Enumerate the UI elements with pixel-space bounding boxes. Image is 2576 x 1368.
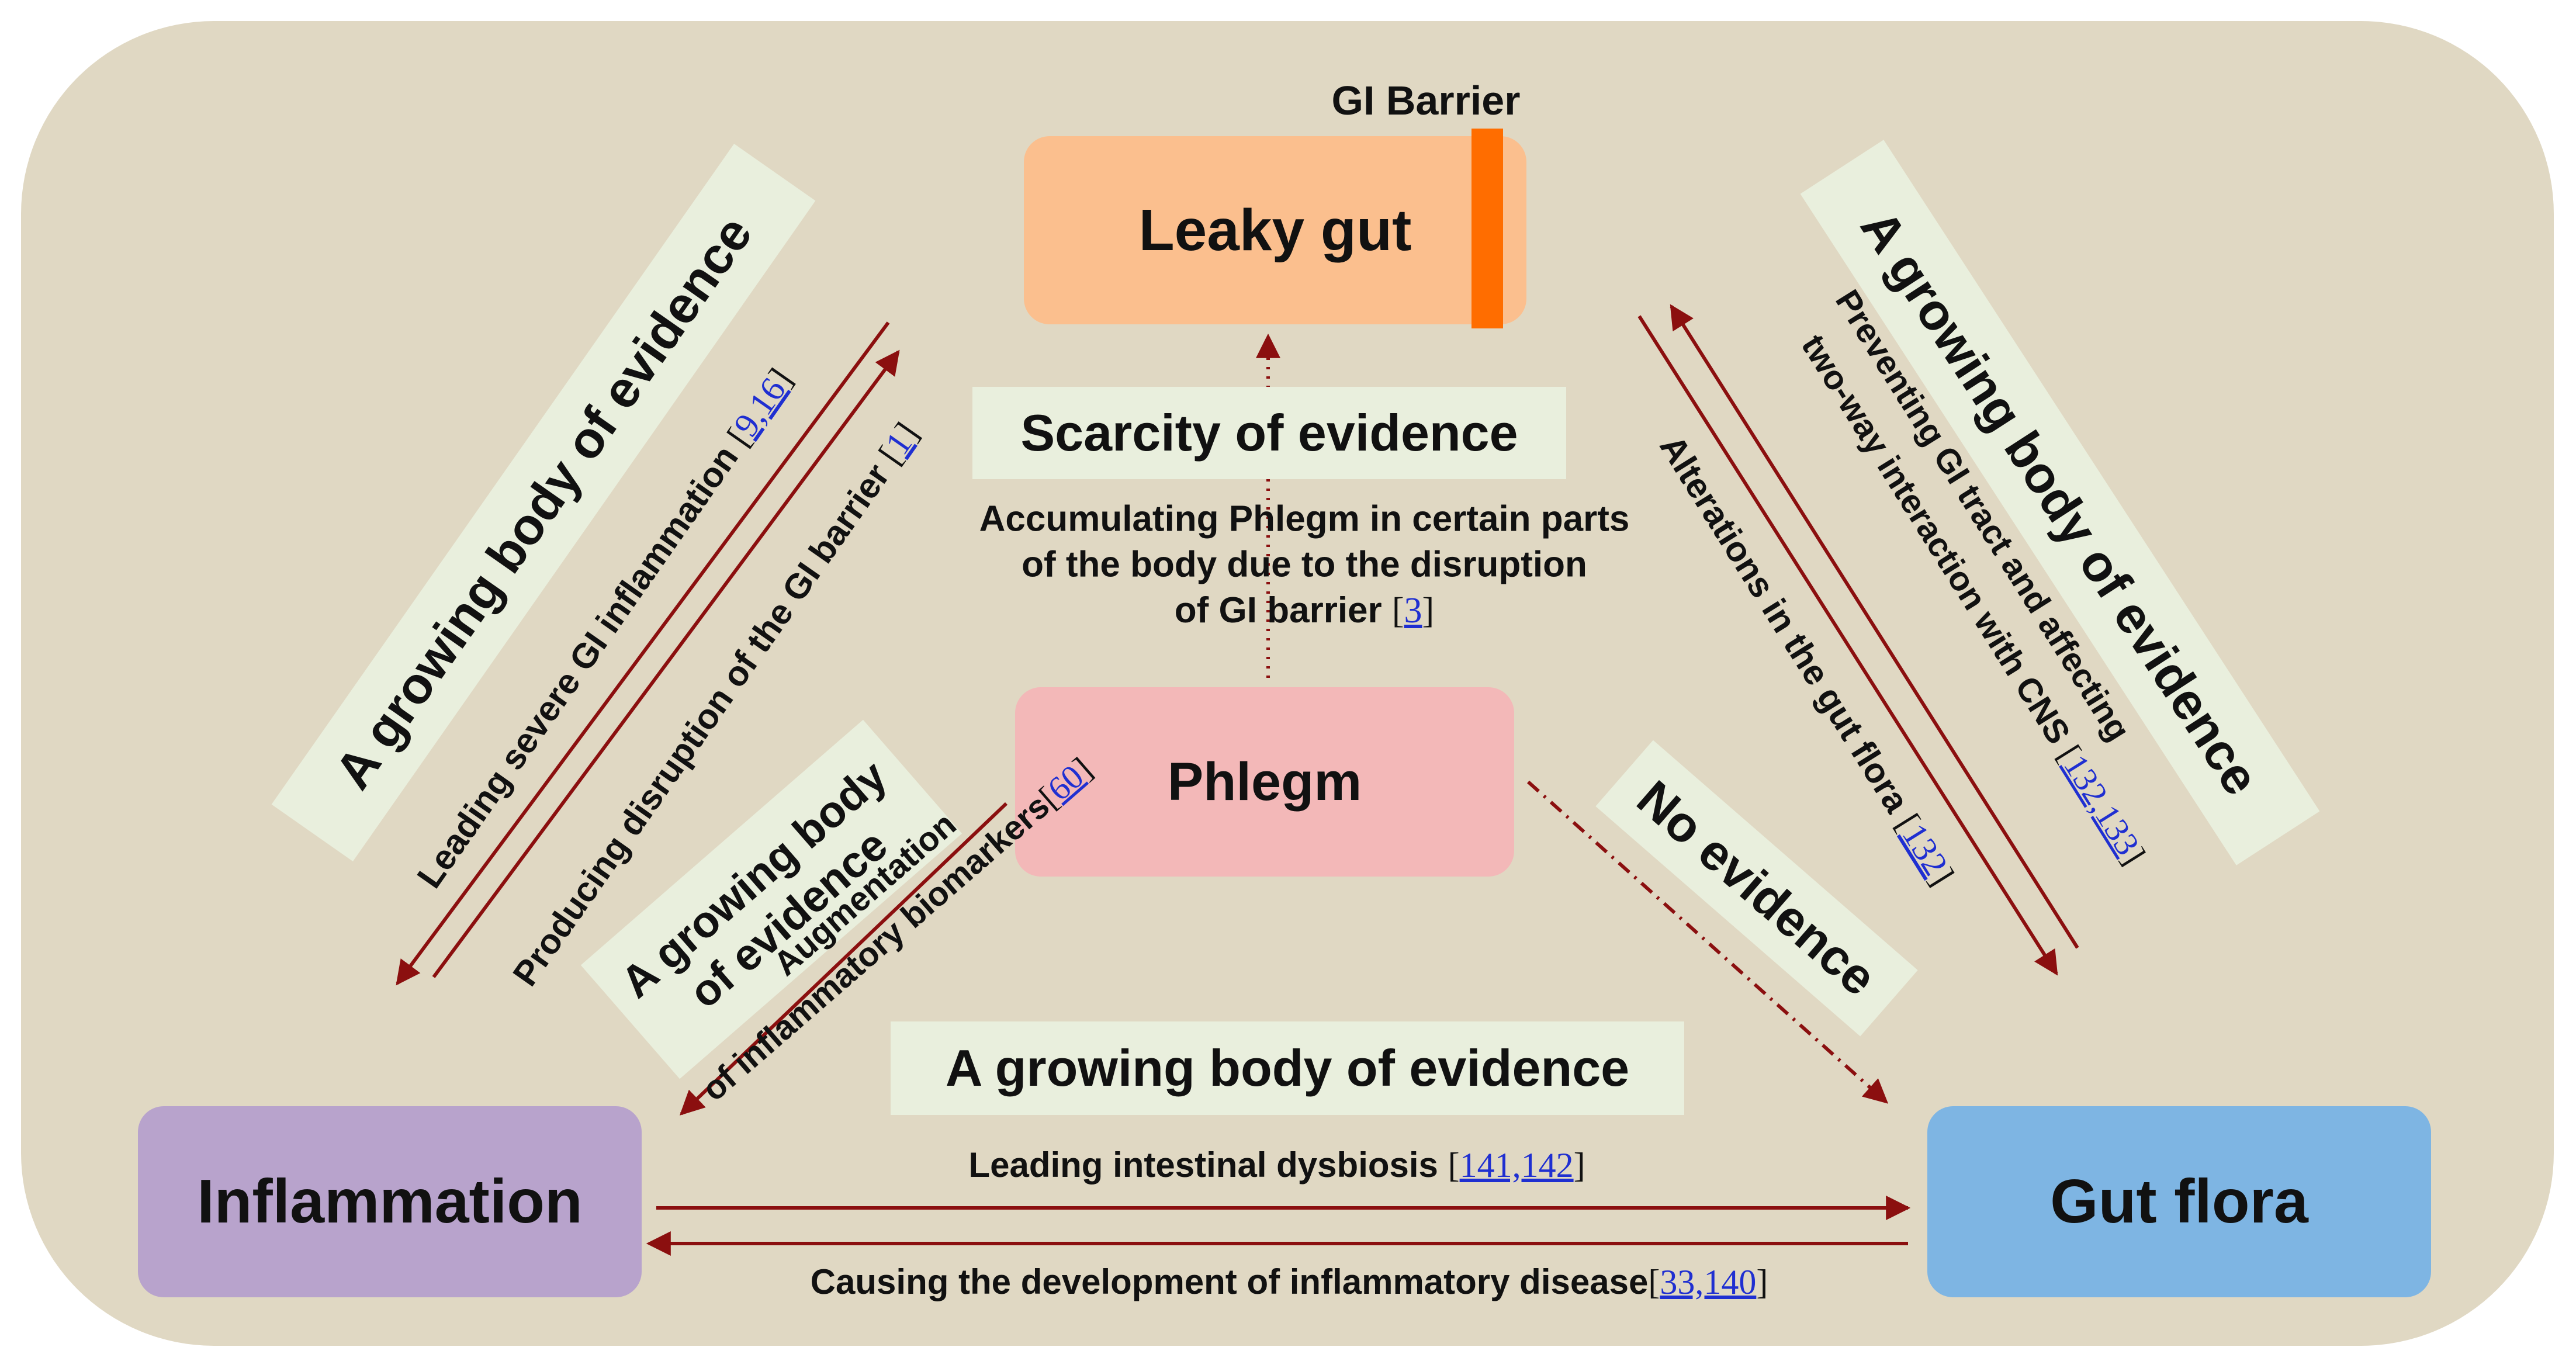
phlegm-node: Phlegm <box>1015 687 1514 877</box>
evidence-top-box: Scarcity of evidence <box>972 387 1566 479</box>
bottom-lower-relation-text: Causing the development of inflammatory … <box>810 1262 1768 1301</box>
leaky-gut-node: Leaky gut <box>1024 136 1526 324</box>
arrow-gut-flora-to-leaky-gut <box>1670 304 2079 949</box>
evidence-bottom-label: A growing body of evidence <box>945 1039 1630 1097</box>
gi-barrier-label: GI Barrier <box>1331 78 1521 123</box>
inflammation-label: Inflammation <box>197 1167 583 1236</box>
evidence-top-label: Scarcity of evidence <box>1020 404 1518 462</box>
arrow-leaky-gut-to-inflammation <box>396 321 890 986</box>
gut-flora-node: Gut flora <box>1927 1106 2431 1297</box>
leaky-gut-label: Leaky gut <box>1138 197 1412 263</box>
phlegm-leaky-text-line1: Accumulating Phlegm in certain parts <box>979 498 1630 539</box>
arrow-inflammation-to-leaky-gut <box>432 349 900 978</box>
phlegm-leaky-text-line3: of GI barrier [3] <box>1174 590 1435 631</box>
phlegm-leaky-text-line2: of the body due to the disruption <box>1022 544 1587 585</box>
phlegm-leaky-citation: [3] <box>1391 591 1435 631</box>
bottom-lower-citation: [33,140] <box>1648 1263 1768 1301</box>
arrow-phlegm-to-inflammation <box>679 802 1008 1116</box>
phlegm-label: Phlegm <box>1167 751 1362 812</box>
bottom-upper-citation: [141,142] <box>1448 1146 1585 1185</box>
inflammation-node: Inflammation <box>138 1106 642 1297</box>
bottom-upper-relation-text: Leading intestinal dysbiosis [141,142] <box>968 1145 1585 1185</box>
gut-flora-label: Gut flora <box>2050 1167 2308 1236</box>
citation-link[interactable]: 1 <box>877 425 920 462</box>
citation-link[interactable]: 141,142 <box>1459 1146 1574 1185</box>
citation-link[interactable]: 33,140 <box>1660 1263 1757 1301</box>
evidence-bottom-box: A growing body of evidence <box>891 1021 1684 1115</box>
arrow-leaky-gut-to-gut-flora <box>1637 315 2058 976</box>
gi-barrier-bar <box>1471 129 1503 328</box>
citation-link[interactable]: 3 <box>1404 591 1422 631</box>
arrow-phlegm-to-gut-flora <box>1527 780 1889 1104</box>
